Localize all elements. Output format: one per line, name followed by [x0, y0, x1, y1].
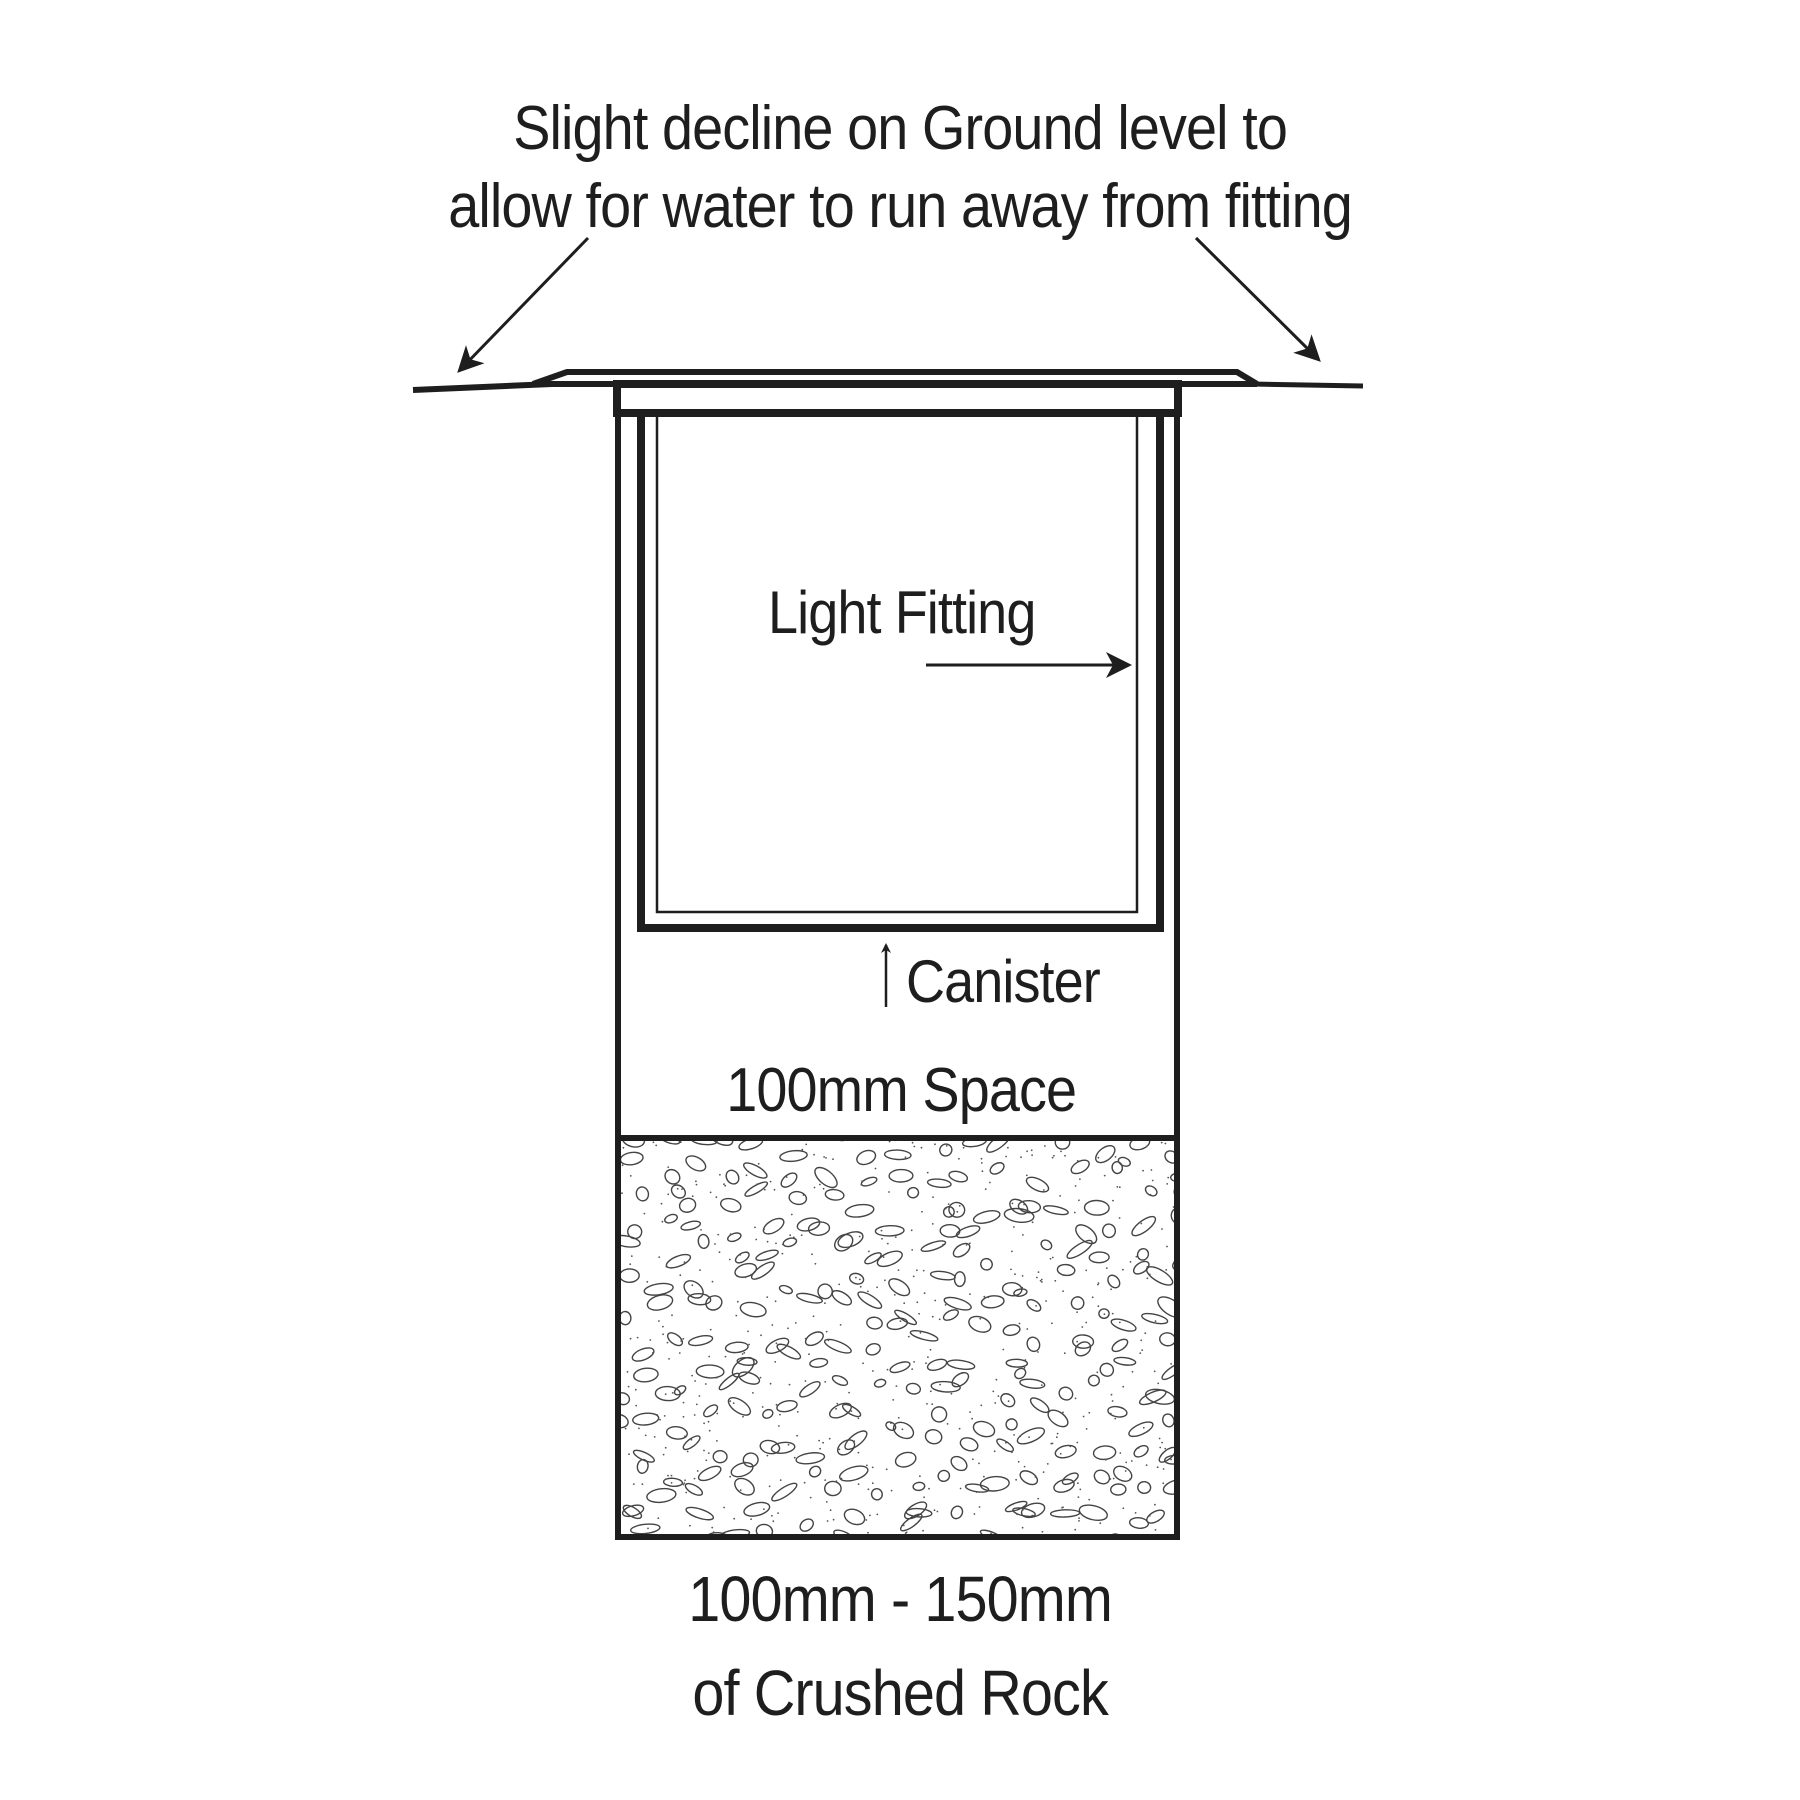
ground-arrow-right	[1194, 236, 1321, 362]
ground-note-line1: Slight decline on Ground level to	[513, 94, 1288, 163]
crushed-rock-label-line1: 100mm - 150mm	[688, 1563, 1113, 1635]
ground-level	[412, 381, 1364, 393]
flange-cap	[532, 369, 1259, 417]
ground-note-line2: allow for water to run away from fitting	[448, 172, 1353, 241]
light-fitting	[655, 413, 1139, 914]
crushed-rock-texture	[621, 1141, 1174, 1534]
canister	[637, 413, 1164, 932]
canister-label: Canister	[906, 948, 1101, 1015]
light-fitting-label: Light Fitting	[768, 579, 1036, 646]
space-label: 100mm Space	[726, 1056, 1077, 1125]
crushed-rock-label-line2: of Crushed Rock	[692, 1657, 1108, 1729]
outer-housing	[615, 413, 1180, 1540]
ground-arrow-left	[457, 236, 590, 373]
